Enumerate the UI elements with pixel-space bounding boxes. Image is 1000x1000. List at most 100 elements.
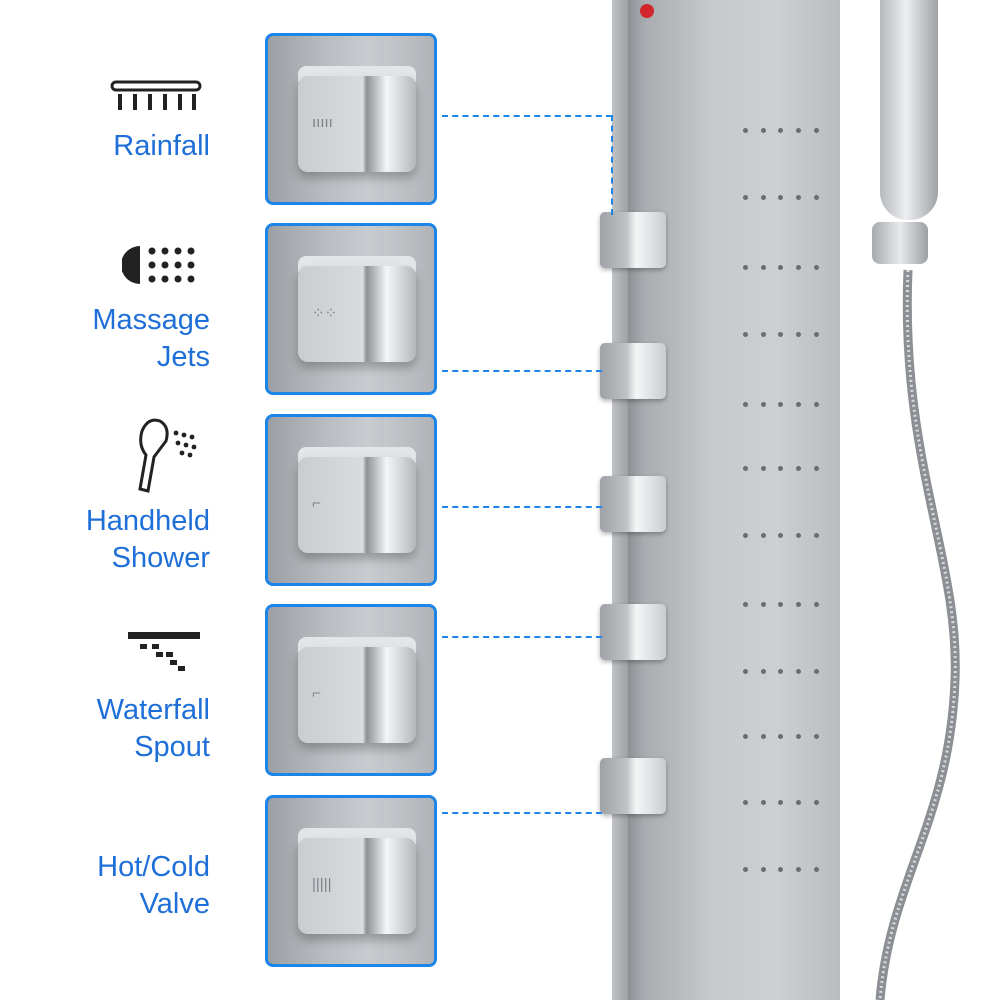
side-knob-waterfall[interactable] <box>600 604 666 660</box>
connector-rainfall-vertical <box>611 115 613 215</box>
connector-valve <box>442 812 602 814</box>
massage-jets-icon <box>122 246 195 284</box>
body-jet-nozzle <box>796 332 801 337</box>
body-jet-nozzle <box>761 533 766 538</box>
connector-waterfall <box>442 636 602 638</box>
valve-knob-glyph: ||||| <box>312 876 332 893</box>
body-jet-nozzle <box>743 128 748 133</box>
body-jet-nozzle <box>778 195 783 200</box>
body-jet-nozzle <box>814 734 819 739</box>
body-jet-nozzle <box>778 533 783 538</box>
zoom-box-valve: ||||| <box>265 795 437 967</box>
body-jet-nozzle <box>796 867 801 872</box>
body-jet-nozzle <box>761 402 766 407</box>
zoom-box-massage: ⁘⁘ <box>265 223 437 395</box>
handheld-shower-icon <box>138 418 197 493</box>
body-jet-nozzle <box>814 332 819 337</box>
massage-label-line2: Jets <box>156 341 210 373</box>
side-knob-valve[interactable] <box>600 758 666 814</box>
handset-holder <box>872 222 928 264</box>
body-jet-nozzle <box>814 867 819 872</box>
feature-massage-jets: Massage Jets <box>40 240 210 380</box>
body-jet-nozzle <box>796 669 801 674</box>
valve-label-line1: Hot/Cold <box>97 851 210 883</box>
body-jet-nozzle <box>796 265 801 270</box>
body-jet-nozzle <box>814 602 819 607</box>
body-jet-nozzle <box>743 800 748 805</box>
body-jet-nozzle <box>778 466 783 471</box>
body-jet-nozzle <box>796 466 801 471</box>
body-jet-nozzle <box>778 867 783 872</box>
body-jet-nozzle <box>778 265 783 270</box>
body-jet-nozzle <box>814 128 819 133</box>
feature-rainfall: Rainfall <box>40 70 210 170</box>
body-jet-nozzle <box>743 602 748 607</box>
massage-knob-glyph: ⁘⁘ <box>312 305 338 322</box>
body-jet-nozzle <box>796 402 801 407</box>
body-jet-nozzle <box>743 466 748 471</box>
body-jet-nozzle <box>796 533 801 538</box>
valve-label-line2: Valve <box>139 888 210 920</box>
body-jet-nozzle <box>796 800 801 805</box>
rainfall-knob-glyph: ııııı <box>312 114 333 131</box>
body-jet-nozzle <box>761 669 766 674</box>
body-jet-nozzle <box>743 195 748 200</box>
body-jet-nozzle <box>796 195 801 200</box>
handheld-label-line2: Shower <box>111 542 210 574</box>
body-jet-nozzle <box>761 265 766 270</box>
shower-hose <box>875 269 960 1000</box>
body-jet-nozzle <box>743 669 748 674</box>
zoom-box-rainfall: ııııı <box>265 33 437 205</box>
body-jet-nozzle <box>778 669 783 674</box>
body-jet-nozzle <box>814 466 819 471</box>
feature-hot-cold-valve: Hot/Cold Valve <box>40 845 210 955</box>
body-jet-nozzle <box>796 128 801 133</box>
body-jet-nozzle <box>778 602 783 607</box>
body-jet-nozzle <box>814 265 819 270</box>
body-jet-nozzle <box>761 466 766 471</box>
side-knob-massage[interactable] <box>600 343 666 399</box>
handheld-shower-head[interactable] <box>880 0 938 220</box>
body-jet-nozzle <box>761 734 766 739</box>
body-jet-nozzle <box>761 602 766 607</box>
side-knob-rainfall[interactable] <box>600 212 666 268</box>
handheld-knob-glyph: ⌐ <box>312 495 321 512</box>
body-jet-nozzle <box>778 800 783 805</box>
connector-rainfall <box>442 115 612 117</box>
body-jet-nozzle <box>796 734 801 739</box>
connector-handheld <box>442 506 602 508</box>
body-jet-nozzle <box>761 867 766 872</box>
waterfall-label-line1: Waterfall <box>96 694 210 726</box>
body-jet-nozzle <box>814 402 819 407</box>
body-jet-nozzle <box>778 128 783 133</box>
zoom-box-waterfall: ⌐ <box>265 604 437 776</box>
feature-waterfall-spout: Waterfall Spout <box>40 630 210 770</box>
body-jet-nozzle <box>761 195 766 200</box>
zoom-box-handheld: ⌐ <box>265 414 437 586</box>
temperature-indicator-dot <box>640 4 654 18</box>
body-jet-nozzle <box>814 669 819 674</box>
body-jet-nozzle <box>761 332 766 337</box>
body-jet-nozzle <box>778 734 783 739</box>
body-jet-nozzle <box>796 602 801 607</box>
body-jet-nozzle <box>814 195 819 200</box>
massage-label-line1: Massage <box>92 304 210 336</box>
rainfall-shower-icon <box>110 80 202 110</box>
handheld-label-line1: Handheld <box>85 505 210 537</box>
body-jet-nozzle <box>778 332 783 337</box>
waterfall-spout-icon <box>128 632 200 671</box>
side-knob-handheld[interactable] <box>600 476 666 532</box>
waterfall-label-line2: Spout <box>134 731 210 763</box>
body-jet-nozzle <box>743 402 748 407</box>
body-jet-nozzle <box>761 800 766 805</box>
body-jet-nozzle <box>761 128 766 133</box>
waterfall-knob-glyph: ⌐ <box>312 685 321 702</box>
body-jet-nozzle <box>814 800 819 805</box>
body-jet-nozzle <box>778 402 783 407</box>
body-jet-nozzle <box>743 734 748 739</box>
rainfall-label: Rainfall <box>113 130 210 162</box>
connector-massage <box>442 370 602 372</box>
body-jet-nozzle <box>743 533 748 538</box>
feature-handheld-shower: Handheld Shower <box>40 415 210 580</box>
body-jet-nozzle <box>814 533 819 538</box>
